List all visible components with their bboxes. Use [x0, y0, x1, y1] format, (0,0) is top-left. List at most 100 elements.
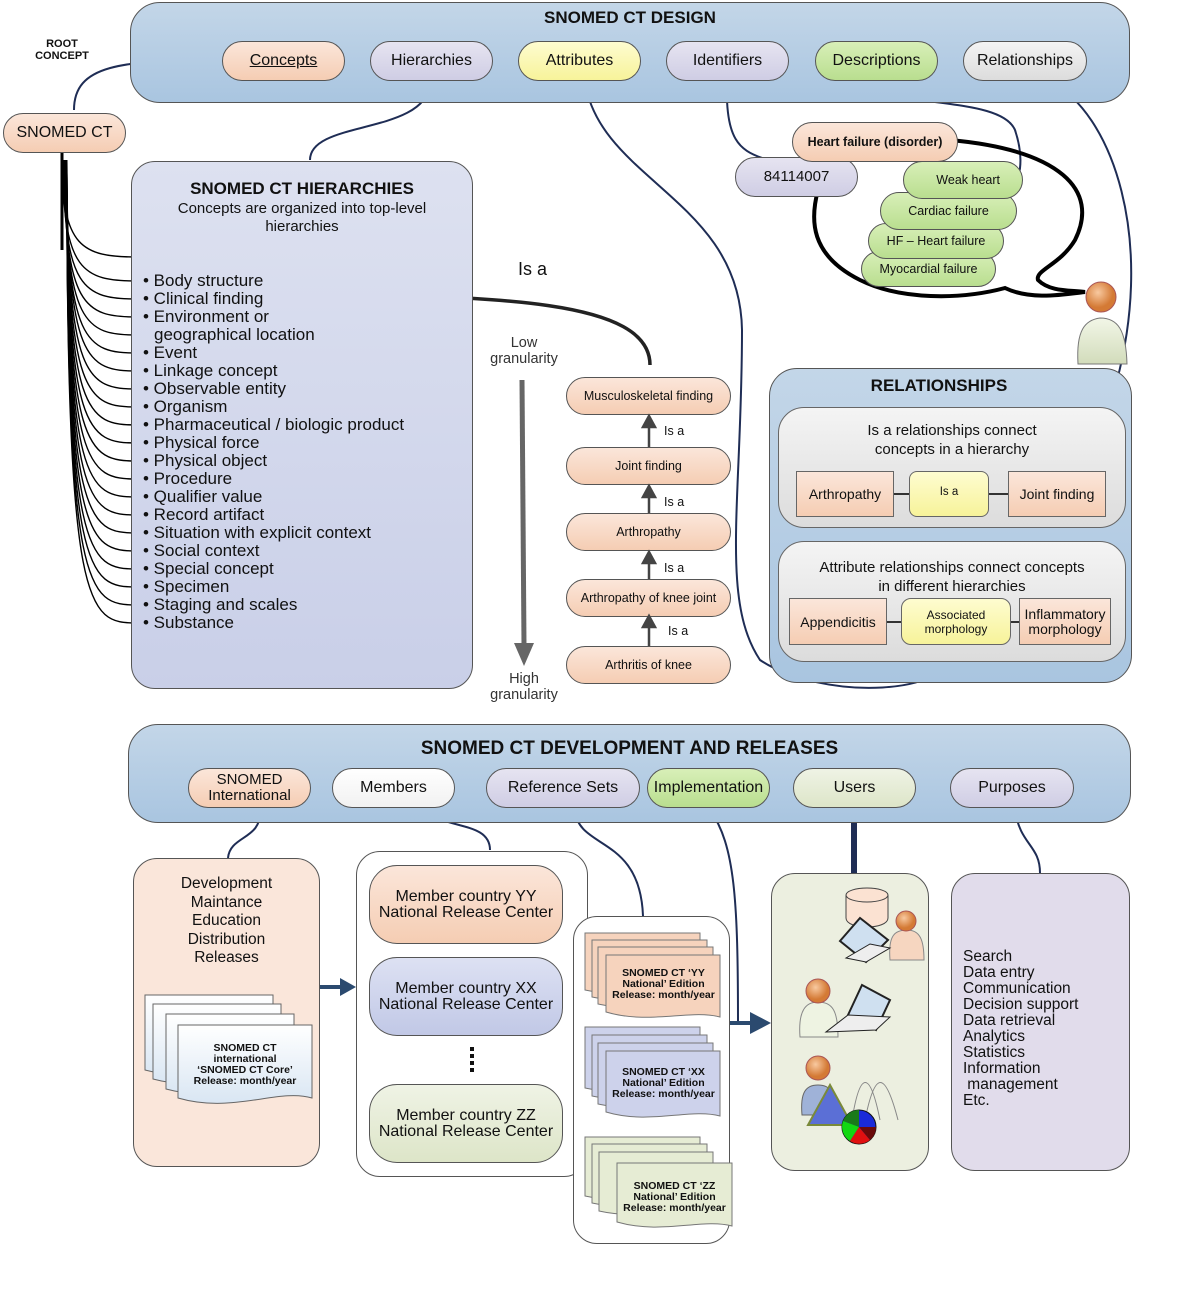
rel-type-is-a[interactable]: Is a: [909, 471, 989, 517]
isa-edge-label: Is a: [664, 561, 685, 575]
edition-line: Release: month/year: [612, 989, 715, 1001]
edition-line: National’ Edition: [622, 978, 705, 990]
hierarchy-fan-line: [66, 159, 138, 624]
hierarchy-item[interactable]: • Physical force: [143, 433, 260, 452]
design-title: SNOMED CT DESIGN: [544, 8, 716, 27]
dev-pill-purposes[interactable]: Purposes: [950, 768, 1074, 808]
hierarchy-item[interactable]: • Substance: [143, 613, 235, 632]
member-xx[interactable]: Member country XX National Release Cente…: [369, 957, 563, 1036]
identifier-node[interactable]: 84114007: [735, 157, 858, 197]
design-pill-descriptions[interactable]: Descriptions: [815, 41, 938, 81]
design-pill-hierarchies[interactable]: Hierarchies: [370, 41, 493, 81]
granularity-arrow: [514, 379, 534, 666]
edition-line: National’ Edition: [633, 1191, 716, 1203]
hierarchy-item[interactable]: • Qualifier value: [143, 487, 263, 506]
database-laptop-user-icon: [838, 887, 925, 964]
hierarchy-item[interactable]: • Environment or: [143, 307, 269, 326]
chain-node-arthropathy[interactable]: Arthropathy: [566, 513, 731, 551]
design-pill-relationships[interactable]: Relationships: [963, 41, 1087, 81]
design-pill-concepts[interactable]: Concepts: [222, 41, 345, 81]
synonym-weak-heart[interactable]: Weak heart: [903, 161, 1023, 199]
hierarchy-fan-line: [66, 159, 138, 390]
rel-source-appendicitis[interactable]: Appendicitis: [789, 598, 887, 645]
hierarchy-fan-line: [66, 159, 138, 408]
hierarchy-item[interactable]: • Pharmaceutical / biologic product: [143, 415, 405, 434]
international-activity: Releases: [194, 949, 259, 966]
purpose-item: Statistics: [963, 1044, 1026, 1061]
dev-pill-implementation[interactable]: Implementation: [647, 768, 770, 808]
hierarchy-item[interactable]: • Situation with explicit context: [143, 523, 372, 542]
relationships-title: RELATIONSHIPS: [870, 376, 1008, 395]
hierarchy-item[interactable]: • Clinical finding: [143, 289, 264, 308]
edition-line: Release: month/year: [623, 1202, 726, 1214]
isa-edge-label: Is a: [668, 624, 689, 638]
hierarchy-item[interactable]: • Record artifact: [143, 505, 265, 524]
snomed-ct-root-node[interactable]: SNOMED CT: [3, 113, 126, 153]
synonym-cardiac-failure[interactable]: Cardiac failure: [880, 192, 1017, 230]
attribute-relationship-text: Attribute relationships connect concepts…: [819, 559, 1085, 595]
design-pill-attributes[interactable]: Attributes: [518, 41, 641, 81]
chain-node-arthritis-of-knee[interactable]: Arthritis of knee: [566, 646, 731, 684]
rel-source-arthropathy[interactable]: Arthropathy: [796, 471, 894, 517]
member-zz[interactable]: Member country ZZ National Release Cente…: [369, 1084, 563, 1163]
edition-line: Release: month/year: [612, 1088, 715, 1100]
dev-pill-snomed-international[interactable]: SNOMED International: [188, 768, 311, 808]
purpose-item: Data retrieval: [963, 1012, 1056, 1029]
users-icons: [799, 887, 925, 1145]
hierarchy-item[interactable]: geographical location: [154, 325, 315, 344]
dev-pill-reference-sets[interactable]: Reference Sets: [486, 768, 640, 808]
low-granularity-label: Low granularity: [490, 335, 558, 367]
isa-relationship-text: Is a relationships connect concepts in a…: [867, 422, 1037, 458]
hierarchy-item[interactable]: • Special concept: [143, 559, 274, 578]
chain-node-musculoskeletal-finding[interactable]: Musculoskeletal finding: [566, 377, 731, 415]
core-release-document-icon: [144, 994, 313, 1104]
chain-node-joint-finding[interactable]: Joint finding: [566, 447, 731, 485]
user-person-icon: [1077, 281, 1128, 365]
dev-pill-members[interactable]: Members: [332, 768, 455, 808]
hierarchy-fan-line: [61, 159, 138, 258]
national-edition-documents: [584, 932, 733, 1228]
international-activity: Maintance: [190, 893, 263, 911]
high-granularity-label: High granularity: [490, 671, 558, 703]
dev-pill-users[interactable]: Users: [793, 768, 916, 808]
hierarchy-item[interactable]: • Social context: [143, 541, 260, 560]
hierarchy-item[interactable]: • Physical object: [143, 451, 268, 470]
connector-attributes: [584, 81, 961, 689]
purpose-item: Etc.: [963, 1092, 990, 1109]
rel-target-joint-finding[interactable]: Joint finding: [1008, 471, 1106, 517]
concept-heart-failure[interactable]: Heart failure (disorder): [792, 122, 958, 162]
hierarchy-item[interactable]: • Procedure: [143, 469, 233, 488]
purpose-item: Analytics: [963, 1028, 1026, 1045]
hierarchy-item[interactable]: • Body structure: [143, 271, 264, 290]
hierarchy-item[interactable]: • Organism: [143, 397, 228, 416]
international-activity: Development: [180, 875, 273, 892]
design-pill-identifiers[interactable]: Identifiers: [666, 41, 789, 81]
purpose-item: management: [963, 1076, 1058, 1093]
international-activity: Education: [192, 912, 261, 929]
arrow-intl-to-members: [320, 978, 356, 996]
purpose-item: Search: [963, 948, 1013, 965]
rel-target-inflammatory-morphology[interactable]: Inflammatory morphology: [1019, 598, 1111, 645]
hierarchy-item[interactable]: • Specimen: [143, 577, 230, 596]
rel-type-associated-morphology[interactable]: Associated morphology: [901, 598, 1011, 645]
edition-line: SNOMED CT ‘ZZ: [633, 1180, 716, 1192]
hierarchy-fan-line: [66, 159, 138, 426]
hierarchy-item[interactable]: • Observable entity: [143, 379, 286, 398]
edition-line: SNOMED CT ‘XX: [622, 1066, 705, 1078]
hierarchy-item[interactable]: • Linkage concept: [143, 361, 278, 380]
hierarchy-item[interactable]: • Event: [143, 343, 198, 362]
chain-node-arthropathy-of-knee-joint[interactable]: Arthropathy of knee joint: [566, 579, 731, 617]
purpose-item: Data entry: [963, 964, 1035, 981]
root-concept-label: ROOT CONCEPT: [35, 38, 89, 62]
core-doc-line: Release: month/year: [193, 1075, 297, 1087]
isa-chain-arrows: [640, 413, 658, 646]
connector-implementation: [709, 809, 739, 1026]
ellipsis-icon: [470, 1047, 474, 1072]
hierarchy-item[interactable]: • Staging and scales: [143, 595, 298, 614]
member-yy[interactable]: Member country YY National Release Cente…: [369, 865, 563, 944]
